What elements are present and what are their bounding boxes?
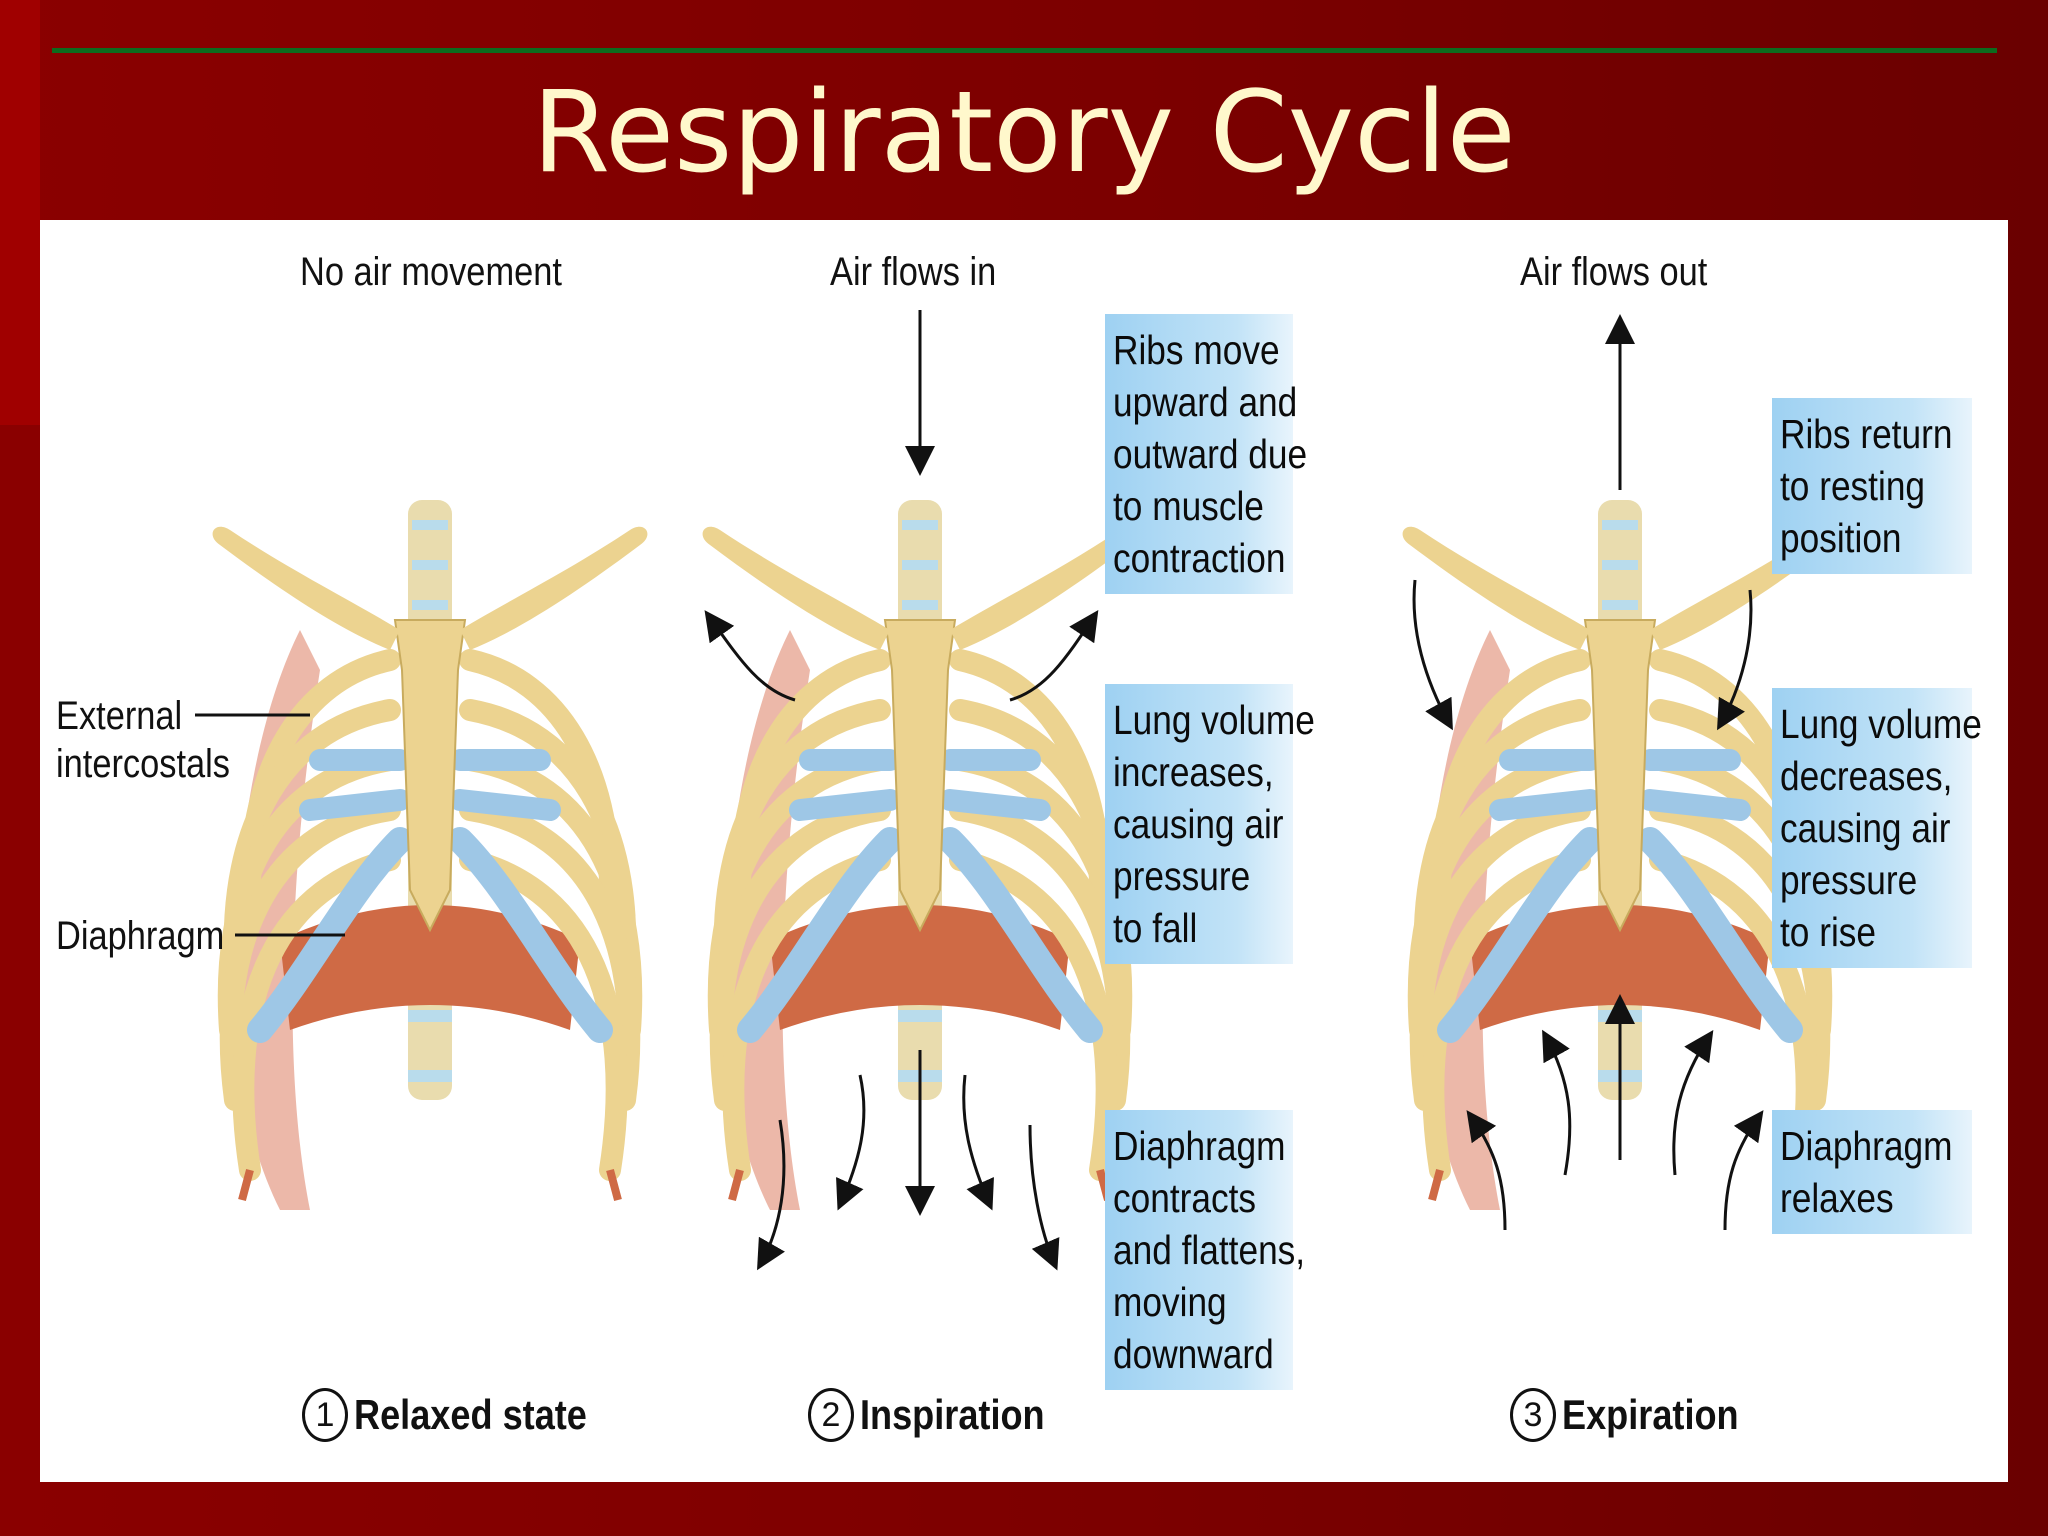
box-line: contracts	[1113, 1175, 1257, 1221]
box-line: causing air	[1780, 805, 1951, 851]
box-line: upward and	[1113, 379, 1298, 425]
box-line: to resting	[1780, 463, 1926, 509]
inspiration-lung-box: Lung volume increases, causing air press…	[1105, 684, 1315, 964]
step-number-3: 3	[1510, 1388, 1556, 1442]
box-line: position	[1780, 515, 1902, 561]
box-line: pressure	[1780, 857, 1918, 903]
box-line: Lung volume	[1113, 697, 1315, 743]
step-label-relaxed: Relaxed state	[354, 1391, 587, 1438]
box-line: Diaphragm	[1113, 1123, 1286, 1169]
label-external: External	[56, 694, 183, 738]
expiration-diaphragm-box: Diaphragm relaxes	[1772, 1110, 1972, 1234]
diagram-panel: No air movement Air flows in Air flows o…	[40, 220, 2008, 1482]
box-line: outward due	[1113, 431, 1308, 477]
panel3-heading: Air flows out	[1520, 250, 1708, 294]
box-line: Lung volume	[1780, 701, 1982, 747]
box-line: relaxes	[1780, 1175, 1894, 1221]
ribcage-relaxed	[213, 500, 648, 1210]
step-number-2: 2	[808, 1388, 854, 1442]
top-divider	[52, 48, 1997, 53]
box-line: pressure	[1113, 853, 1251, 899]
background-accent	[0, 0, 40, 425]
box-line: to fall	[1113, 905, 1198, 951]
expiration-lung-box: Lung volume decreases, causing air press…	[1772, 688, 1982, 968]
box-line: to rise	[1780, 909, 1877, 955]
box-line: increases,	[1113, 749, 1274, 795]
panel2-heading: Air flows in	[830, 250, 997, 294]
expiration-ribs-box: Ribs return to resting position	[1772, 398, 1972, 574]
step-inspiration: 2 Inspiration	[808, 1388, 1075, 1442]
label-diaphragm: Diaphragm	[56, 914, 225, 958]
box-line: decreases,	[1780, 753, 1953, 799]
box-line: causing air	[1113, 801, 1284, 847]
inspiration-ribs-box: Ribs move upward and outward due to musc…	[1105, 314, 1308, 594]
box-line: contraction	[1113, 535, 1286, 581]
box-line: Ribs return	[1780, 411, 1953, 457]
box-line: to muscle	[1113, 483, 1264, 529]
step-label-inspiration: Inspiration	[860, 1391, 1045, 1438]
rib-cage-illustrations	[195, 310, 2008, 1271]
inspiration-diaphragm-box: Diaphragm contracts and flattens, moving…	[1105, 1110, 1306, 1390]
step-relaxed: 1 Relaxed state	[302, 1388, 625, 1442]
step-expiration: 3 Expiration	[1510, 1388, 1767, 1442]
box-line: moving	[1113, 1279, 1227, 1325]
panel1-heading: No air movement	[300, 250, 562, 294]
step-label-expiration: Expiration	[1562, 1391, 1739, 1438]
box-line: Ribs move	[1113, 327, 1280, 373]
step-number-1: 1	[302, 1388, 348, 1442]
box-line: downward	[1113, 1331, 1274, 1377]
label-intercostals: intercostals	[56, 742, 230, 786]
box-line: and flattens,	[1113, 1227, 1306, 1273]
box-line: Diaphragm	[1780, 1123, 1953, 1169]
slide-title: Respiratory Cycle	[532, 68, 1516, 198]
